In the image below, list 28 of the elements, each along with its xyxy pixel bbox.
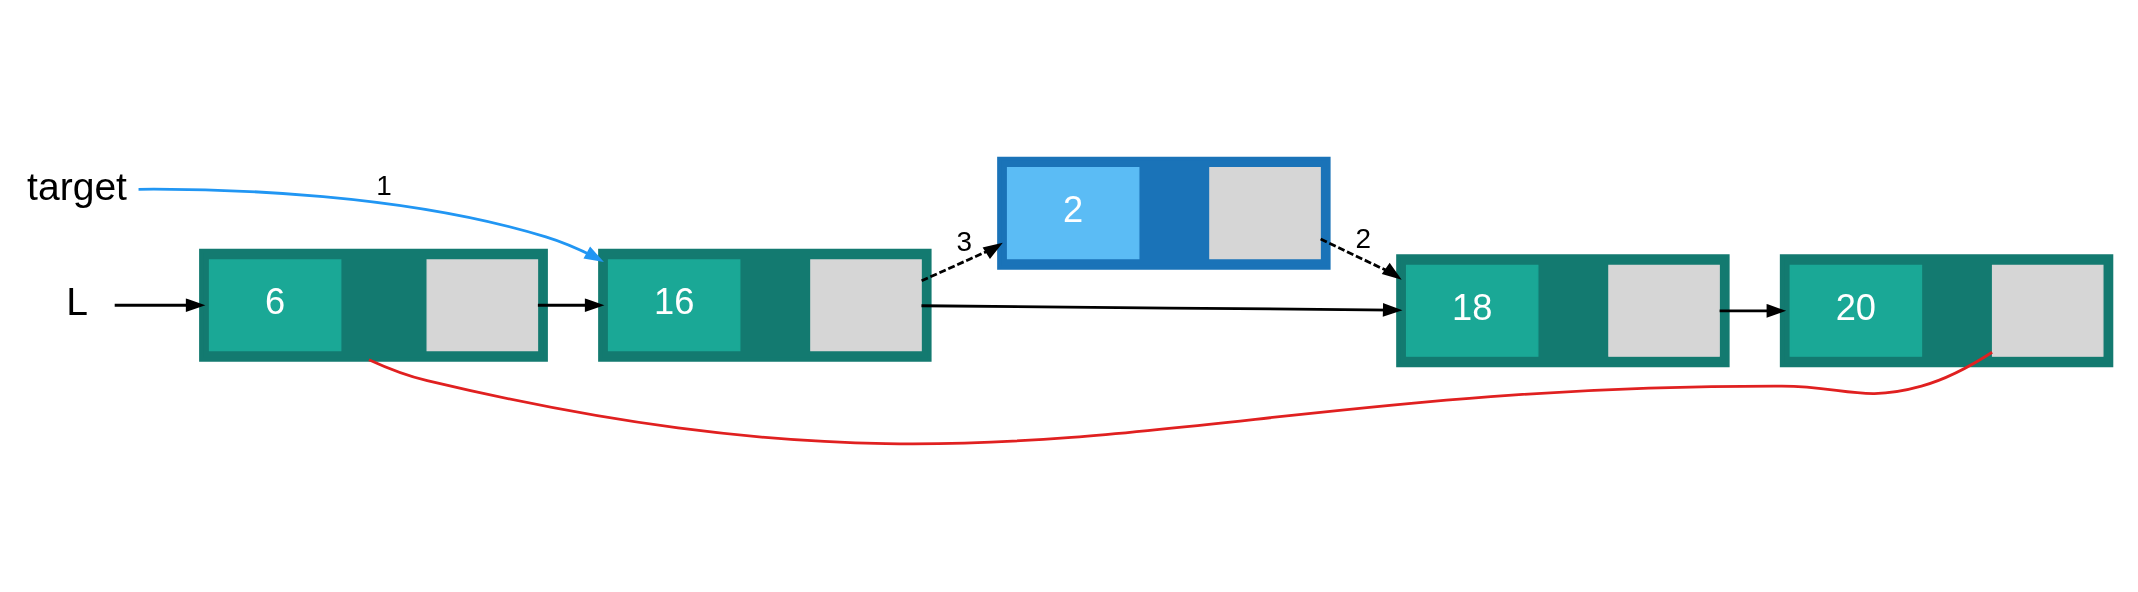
arrow (1320, 237, 1402, 280)
arrow (921, 242, 1003, 283)
arrow (138, 187, 604, 263)
node-box: 6 (208, 259, 342, 352)
cluster (1396, 254, 1730, 368)
node-box: 2 (1006, 167, 1140, 260)
edge-label: 3 (956, 225, 973, 257)
edge-label: 1 (376, 170, 392, 202)
node-box (426, 259, 539, 352)
connector (368, 351, 1993, 445)
edge-label: 2 (1355, 223, 1372, 255)
node-box (1608, 264, 1720, 357)
node-text: target (27, 165, 127, 209)
node-box: 20 (1789, 264, 1923, 357)
cluster (1779, 254, 2114, 368)
cluster (598, 248, 932, 362)
node-box (1991, 264, 2104, 357)
arrow (537, 298, 605, 313)
cluster (997, 156, 1331, 270)
node-box: 16 (607, 259, 741, 352)
node-box (1209, 167, 1321, 260)
arrow (921, 303, 1403, 317)
arrow (114, 298, 206, 313)
node-text: L (66, 279, 88, 323)
node-box (810, 259, 922, 352)
node-box: 18 (1405, 264, 1539, 357)
cluster (199, 248, 548, 362)
arrow (1719, 303, 1787, 318)
